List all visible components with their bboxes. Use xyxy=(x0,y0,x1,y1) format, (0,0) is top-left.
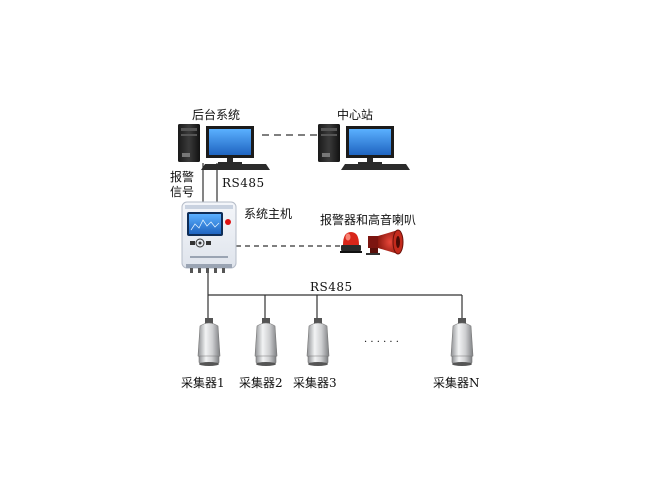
collector-sensor-icon xyxy=(254,318,278,366)
connection-lines xyxy=(202,134,463,318)
collector-sensor-icon xyxy=(197,318,221,366)
horn-speaker-icon xyxy=(366,229,404,255)
rs485-top-label: RS485 xyxy=(222,176,265,190)
alarm-signal-label: 报警信号 xyxy=(170,170,195,199)
collector-label-1: 采集器1 xyxy=(181,376,225,390)
ellipsis-label: · · · · · · xyxy=(364,337,399,348)
collector-label-2: 采集器2 xyxy=(239,376,283,390)
computer-icon xyxy=(318,124,410,170)
backend-system-label: 后台系统 xyxy=(192,108,241,122)
collector-label-3: 采集器3 xyxy=(293,376,337,390)
computer-icon xyxy=(178,124,270,170)
rs485-bus-label: RS485 xyxy=(310,280,353,294)
controller-icon xyxy=(181,201,237,273)
alarm-horn-label: 报警器和高音喇叭 xyxy=(320,213,417,227)
collector-sensor-icon xyxy=(450,318,474,366)
collector-sensor-icon xyxy=(306,318,330,366)
collector-label-n: 采集器N xyxy=(433,376,480,390)
alarm-light-icon xyxy=(340,232,362,253)
system-host-label: 系统主机 xyxy=(244,207,293,221)
center-station-label: 中心站 xyxy=(337,108,374,122)
